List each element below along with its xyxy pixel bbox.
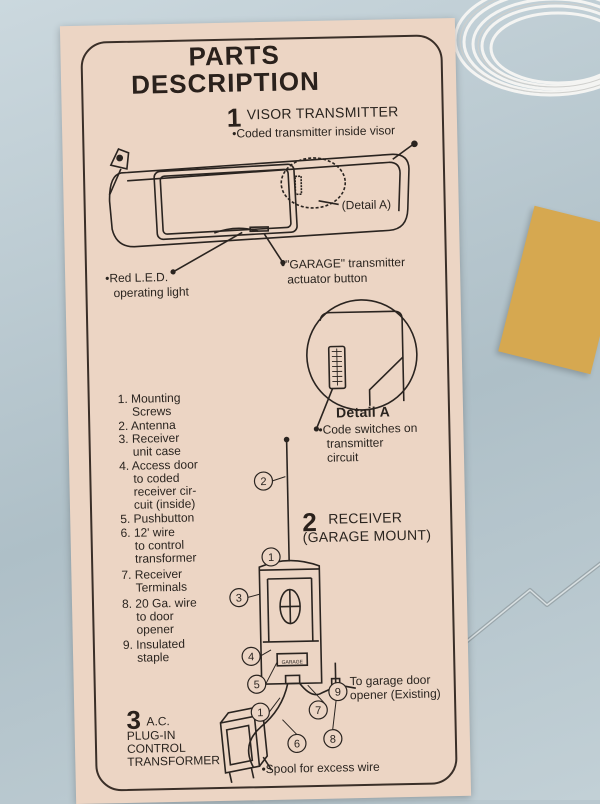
button-label-line-2: actuator button — [287, 271, 367, 287]
callout-3: 3 — [230, 588, 248, 606]
antenna-tip — [412, 141, 417, 146]
callout-1a: 1 — [262, 548, 280, 566]
parts-description-sheet: 1 2 3 4 5 1 6 7 8 9 GARAGE PARTS DESCRIP… — [60, 18, 471, 804]
svg-text:4: 4 — [248, 651, 254, 663]
svg-text:5: 5 — [254, 679, 260, 691]
callout-6: 6 — [288, 734, 306, 752]
receiver-terminals — [286, 675, 300, 683]
transmitter-chip — [295, 176, 301, 194]
detail-a-title: Detail A — [336, 403, 390, 420]
callout-1b: 1 — [251, 703, 269, 721]
callout-5: 5 — [248, 675, 266, 693]
led-label-line-1: •Red L.E.D. — [105, 270, 168, 285]
coiled-cable — [440, 0, 600, 110]
svg-text:9: 9 — [335, 686, 341, 698]
access-door-line — [263, 641, 319, 642]
metal-wire — [455, 545, 600, 655]
opener-label-line-2: opener (Existing) — [350, 686, 441, 702]
part-9-line-2: staple — [137, 651, 169, 665]
callout-8: 8 — [324, 729, 342, 747]
spool-label: •Spool for excess wire — [261, 760, 380, 776]
title-line-2: DESCRIPTION — [131, 68, 320, 99]
callout-7: 7 — [309, 701, 327, 719]
callout-4: 4 — [242, 647, 260, 665]
receiver-heading-1: RECEIVER — [328, 509, 402, 527]
callout-9: 9 — [329, 682, 347, 700]
wire-to-transformer — [247, 684, 289, 768]
part-8-line-3: opener — [136, 623, 174, 637]
svg-text:1: 1 — [257, 707, 263, 719]
receiver-heading-2: (GARAGE MOUNT) — [302, 527, 431, 546]
svg-text:7: 7 — [315, 705, 321, 717]
transformer-line-4: TRANSFORMER — [127, 753, 220, 769]
detail-a-caption-3: circuit — [327, 450, 359, 465]
svg-text:2: 2 — [260, 476, 266, 488]
visor-heading: VISOR TRANSMITTER — [247, 103, 399, 122]
part-7-line-2: Terminals — [136, 581, 188, 596]
svg-text:8: 8 — [330, 734, 336, 746]
visor-mirror — [160, 169, 291, 234]
detail-a-callout-label: (Detail A) — [342, 197, 392, 212]
led-label-line-2: operating light — [113, 285, 189, 301]
svg-text:1: 1 — [268, 552, 274, 564]
detail-a-caption-1: •Code switches on — [318, 421, 417, 437]
button-label-line-1: •"GARAGE" transmitter — [281, 255, 405, 272]
detail-a-circle-small — [281, 157, 346, 208]
receiver-button-text: GARAGE — [282, 659, 304, 665]
svg-text:6: 6 — [294, 738, 300, 750]
detail-a-caption-2: transmitter — [327, 436, 384, 451]
callout-2: 2 — [254, 472, 272, 490]
receiver-antenna — [287, 442, 290, 562]
svg-text:3: 3 — [236, 593, 242, 605]
part-6-line-3: transformer — [135, 551, 197, 566]
transformer-line-1: A.C. — [146, 714, 170, 728]
